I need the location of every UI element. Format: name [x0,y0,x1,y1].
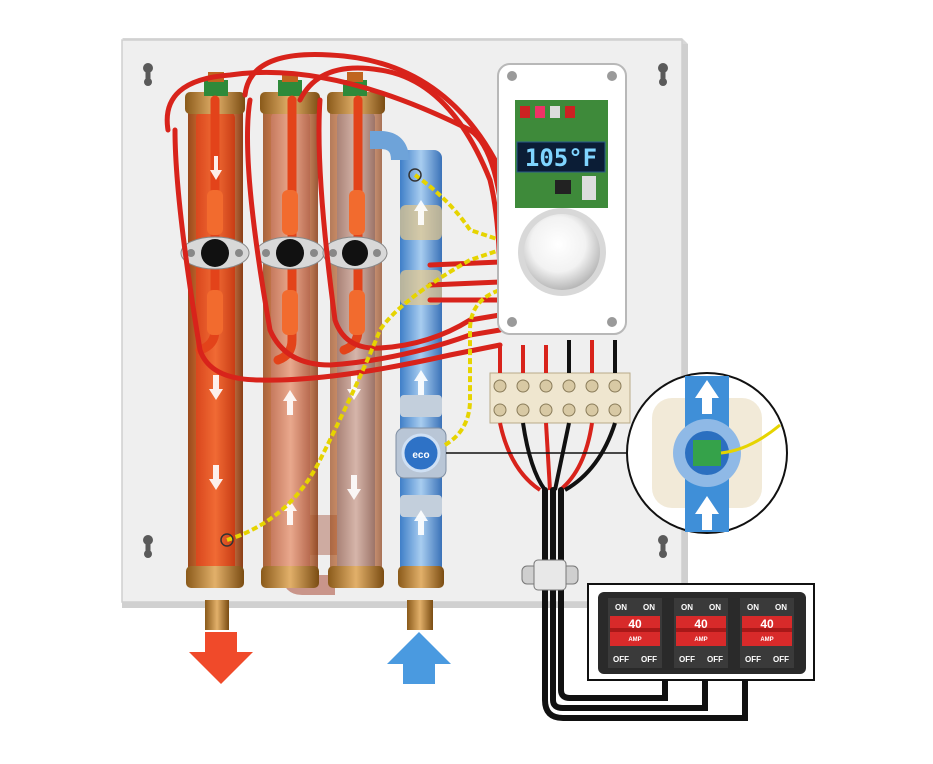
breaker-on-label: ON [615,603,627,612]
element-sleeves [207,190,365,335]
breaker-unit: AMP [694,637,707,643]
temperature-knob [524,214,600,290]
breaker-rating: 40 [628,617,642,631]
power-cable-bundle [542,487,748,721]
sensor-ring-icon [220,168,422,547]
breaker-on-label: ON [775,603,787,612]
terminal-block [489,372,631,424]
breaker-on-label: ON [747,603,759,612]
breaker-off-label: OFF [613,655,629,664]
breaker-on-label: ON [643,603,655,612]
cold-water-inlet-arrow-icon [387,632,451,684]
breaker-rating: 40 [760,617,774,631]
mounting-keyhole-icon [143,63,668,558]
outlet-fittings [205,600,433,630]
breaker-off-label: OFF [745,655,761,664]
hot-water-outlet-arrow-icon [189,632,253,684]
terminal-wires [498,340,617,492]
temperature-display: 105°F [525,144,597,172]
flow-arrow-icon [209,156,428,535]
breaker-unit: AMP [760,637,773,643]
flow-sensor-brand: eco [412,450,429,461]
breaker-unit: AMP [628,637,641,643]
flow-sensor: eco [395,427,447,479]
thermal-cutoff-switches [180,236,388,270]
breaker-rating: 40 [694,617,708,631]
sensor-wires [226,173,501,542]
breaker-off-label: OFF [641,655,657,664]
breaker-on-label: ON [681,603,693,612]
cable-clamp [521,559,579,591]
breaker-on-label: ON [709,603,721,612]
breaker-off-label: OFF [707,655,723,664]
control-module: 105°F [497,63,627,335]
breaker-off-label: OFF [773,655,789,664]
breaker-off-label: OFF [679,655,695,664]
flow-sensor-closeup [446,372,788,534]
